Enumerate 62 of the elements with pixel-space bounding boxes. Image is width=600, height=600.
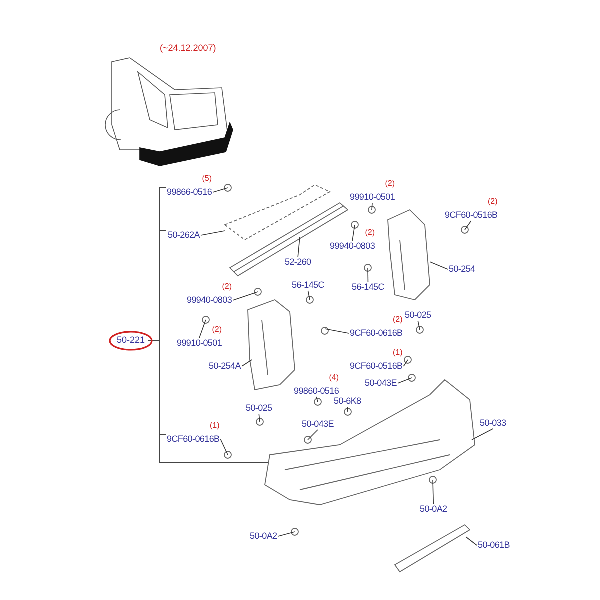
quantity-mark: (4) — [329, 374, 340, 382]
part-number: 99866-0516 — [167, 188, 212, 197]
part-number: 9CF60-0616B — [167, 435, 220, 444]
part-number: 50-254A — [209, 362, 241, 371]
leader-line — [316, 396, 318, 402]
leader-line — [200, 230, 226, 236]
leader-line — [347, 406, 348, 412]
leader-line — [464, 220, 472, 230]
leader-line — [418, 320, 420, 330]
leader-line — [242, 360, 252, 367]
quantity-mark: (2) — [488, 198, 498, 206]
part-number: 50-033 — [480, 419, 506, 428]
quantity-mark: (2) — [392, 316, 403, 324]
part-number: 50-6K8 — [334, 397, 362, 406]
part-number: 50-262A — [168, 231, 200, 240]
part-number: 50-0A2 — [420, 505, 448, 514]
part-number: 50-043E — [302, 420, 334, 429]
part-number: 56-145C — [292, 281, 324, 290]
leader-line — [324, 328, 350, 334]
part-number: 9CF60-0516B — [445, 211, 498, 220]
part-number: 99910-0501 — [350, 193, 396, 202]
leader-line — [430, 262, 448, 270]
leader-line — [212, 188, 228, 193]
leader-line — [432, 480, 434, 504]
leader-line — [398, 378, 412, 384]
leader-line — [220, 439, 228, 456]
part-number: 99940-0803 — [187, 296, 232, 305]
quantity-mark: (5) — [202, 175, 212, 183]
leader-line — [403, 360, 408, 367]
quantity-mark: (2) — [385, 180, 396, 188]
part-number: 99860-0516 — [294, 387, 340, 396]
leader-line — [308, 430, 318, 440]
leader-line — [352, 224, 356, 242]
leader-line — [308, 290, 310, 300]
part-number: 9CF60-0616B — [350, 329, 403, 338]
leader-line — [258, 414, 260, 422]
part-number: 99940-0803 — [330, 242, 376, 251]
part-number: 50-221 — [117, 336, 146, 345]
leader-line — [232, 292, 258, 301]
part-number: 50-043E — [365, 379, 397, 388]
leader-line — [298, 236, 300, 258]
quantity-mark: (1) — [210, 422, 220, 430]
quantity-mark: (2) — [212, 326, 222, 334]
leader-line — [466, 536, 478, 546]
part-number: 9CF60-0516B — [350, 362, 403, 371]
leader-line — [278, 532, 296, 537]
quantity-mark: (2) — [222, 283, 232, 291]
leader-line — [199, 320, 206, 338]
part-number: 56-145C — [352, 283, 384, 292]
part-number: 50-061B — [478, 541, 510, 550]
leader-line — [368, 268, 369, 282]
date-note: (~24.12.2007) — [160, 44, 216, 53]
part-number: 50-254 — [449, 265, 476, 274]
part-number: 50-025 — [246, 404, 272, 413]
leader-line — [472, 428, 494, 440]
part-number: 52-260 — [285, 258, 312, 267]
quantity-mark: (1) — [392, 349, 403, 357]
leader-line — [372, 202, 373, 210]
quantity-mark: (2) — [365, 229, 376, 237]
part-number: 50-025 — [405, 311, 432, 320]
part-number: 50-0A2 — [250, 532, 278, 541]
part-number: 99910-0501 — [177, 339, 222, 348]
